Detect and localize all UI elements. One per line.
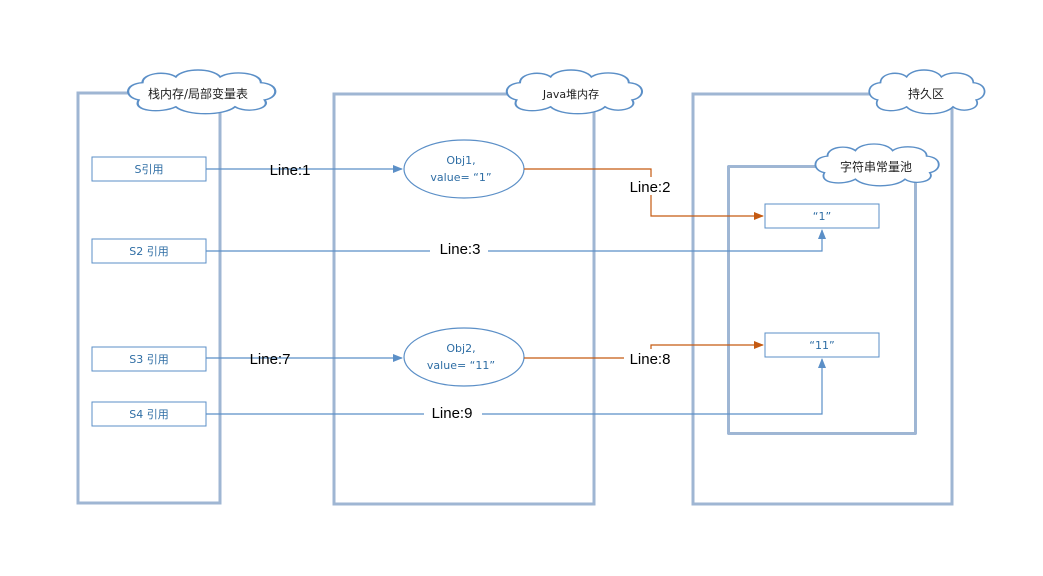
arrow-line9 (206, 358, 826, 415)
object-obj1-name: Obj1, (446, 154, 475, 167)
pool-entry-1 (764, 203, 880, 229)
string-pool-title: 字符串常量池 (840, 159, 912, 174)
ref-box-s2 (91, 238, 207, 264)
pool-entry-11-label: “11” (809, 339, 834, 352)
ref-box-s (91, 156, 207, 182)
ref-label-s4: S4 引用 (129, 407, 168, 421)
stack-title: 栈内存/局部变量表 (148, 86, 248, 101)
object-obj1 (403, 139, 525, 199)
pool-entry-11 (764, 332, 880, 358)
arrow-line8-label: Line:8 (630, 351, 671, 368)
object-obj2 (403, 327, 525, 387)
ref-box-s3 (91, 346, 207, 372)
pool-entry-1-label: “1” (813, 210, 831, 223)
arrow-line3 (206, 229, 826, 252)
object-obj1-value: value= “1” (430, 171, 491, 184)
ref-label-s: S引用 (135, 162, 164, 176)
arrow-line3-label: Line:3 (440, 241, 481, 258)
object-obj2-name: Obj2, (446, 342, 475, 355)
permgen-title: 持久区 (908, 86, 944, 101)
object-obj2-value: value= “11” (427, 359, 495, 372)
arrow-line2-label: Line:2 (630, 179, 671, 196)
arrow-line1-label: Line:1 (270, 162, 311, 179)
arrow-line7-label: Line:7 (250, 351, 291, 368)
arrow-line9-label: Line:9 (432, 405, 473, 422)
heap-title: Java堆内存 (542, 87, 599, 101)
stack-panel (76, 91, 222, 505)
ref-label-s3: S3 引用 (129, 352, 168, 366)
ref-label-s2: S2 引用 (129, 244, 168, 258)
ref-box-s4 (91, 401, 207, 427)
